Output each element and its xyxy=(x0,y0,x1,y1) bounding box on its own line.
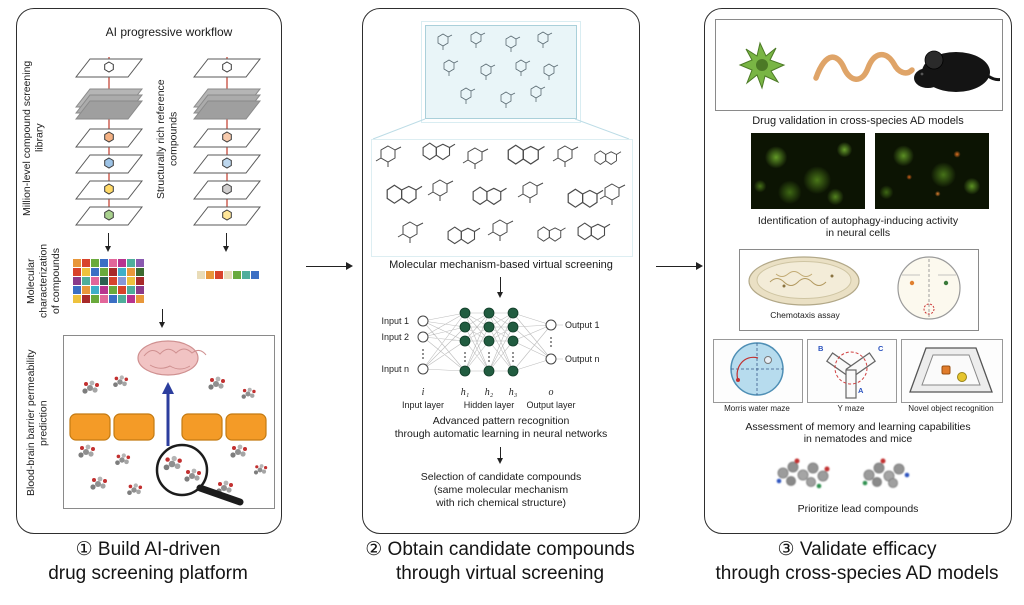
virtual-screening-label: Molecular mechanism-based virtual screen… xyxy=(389,259,613,271)
compound-plate-stack-left xyxy=(74,57,144,226)
nn-graph xyxy=(417,307,563,377)
fingerprint-grid-library xyxy=(73,259,144,303)
models-label: Drug validation in cross-species AD mode… xyxy=(752,115,964,127)
pattern-recognition-line1: Advanced pattern recognition xyxy=(432,415,570,427)
label-molecular-characterization: Molecular characterization of compounds xyxy=(25,243,63,319)
nn-input-1-label: Input 1 xyxy=(381,316,409,326)
caption-panel3-line2: through cross-species AD models xyxy=(715,563,999,585)
nn-output-layer-label: Output layer xyxy=(526,400,576,410)
chemotaxis-plate-diagram xyxy=(897,256,961,320)
panel-ai-platform: AI progressive workflow Million-level co… xyxy=(16,8,282,534)
neural-network-diagram: Input 1 Input 2 Input n xyxy=(367,303,635,411)
pattern-recognition-line2: through automatic learning in neural net… xyxy=(394,428,608,440)
y-maze-graphic xyxy=(825,351,877,399)
caption-panel1-line2: drug screening platform xyxy=(48,563,248,585)
nn-input-layer-label: Input layer xyxy=(401,400,445,410)
nn-letter-h3: h₃ xyxy=(508,387,518,398)
candidate-molecule-structures xyxy=(371,139,633,257)
assessment-line2: in nematodes and mice xyxy=(803,433,913,445)
nn-hidden-layer-label: Hidden layer xyxy=(463,400,515,410)
chemotaxis-assay-box: Chemotaxis assay xyxy=(739,249,979,331)
animal-models-graphic xyxy=(738,41,1014,92)
caption-panel3-line1: ③ Validate efficacy xyxy=(777,539,937,560)
selection-line3: with rich chemical structure) xyxy=(435,497,567,509)
caption-panel2: ② Obtain candidate compounds through vir… xyxy=(330,538,670,587)
arrow-panel1-to-panel2 xyxy=(306,262,353,271)
autophagy-label-line2: in neural cells xyxy=(825,227,891,239)
zoom-expansion-lines xyxy=(372,118,630,139)
morris-maze-graphic xyxy=(730,342,784,396)
nn-input-2-label: Input 2 xyxy=(381,332,409,342)
nn-input-n-label: Input n xyxy=(381,364,409,374)
autophagy-label-line1: Identification of autophagy-inducing act… xyxy=(757,215,959,227)
y-maze-label: Y maze xyxy=(837,404,865,413)
bbb-illustration xyxy=(63,335,275,509)
fingerprint-grid-reference xyxy=(197,271,259,279)
inset-molecules-graphic xyxy=(437,31,559,109)
nn-letter-h2: h₂ xyxy=(484,387,494,398)
caption-panel1-line1: ① Build AI-driven xyxy=(75,539,221,560)
nematode-worm xyxy=(813,52,915,82)
workflow-title: AI progressive workflow xyxy=(105,25,233,39)
arrow-panel2-to-panel3 xyxy=(656,262,703,271)
mouse xyxy=(914,50,1014,92)
nn-output-n-label: Output n xyxy=(565,354,600,364)
nn-letter-o: o xyxy=(548,387,554,398)
morris-water-maze xyxy=(713,339,803,403)
nn-letter-h1: h₁ xyxy=(460,387,470,398)
selection-line1: Selection of candidate compounds xyxy=(420,471,582,483)
label-bbb-prediction: Blood-brain barrier permeability predict… xyxy=(25,349,50,497)
morris-maze-label: Morris water maze xyxy=(724,404,790,413)
arrow-screening-to-nn xyxy=(496,277,503,298)
y-maze-arm-b: B xyxy=(818,344,824,353)
label-compound-library: Million-level compound screening library xyxy=(21,60,46,216)
panel-validation: Drug validation in cross-species AD mode… xyxy=(704,8,1014,534)
arrow-library-to-fingerprint xyxy=(104,233,111,252)
arrow-nn-to-selection xyxy=(496,447,503,464)
nn-letter-i: i xyxy=(421,387,425,398)
novel-object-graphic xyxy=(909,347,993,393)
y-maze-arm-c: C xyxy=(878,344,884,353)
y-maze-arm-a: A xyxy=(858,386,864,395)
novel-object-label: Novel object recognition xyxy=(908,404,994,413)
y-maze: B C A xyxy=(807,339,897,403)
caption-panel1: ① Build AI-driven drug screening platfor… xyxy=(0,538,296,587)
caption-panel3: ③ Validate efficacy through cross-specie… xyxy=(685,538,1024,587)
caption-panel2-line1: ② Obtain candidate compounds xyxy=(365,539,635,560)
arrow-reference-to-fingerprint xyxy=(222,233,229,252)
fluorescence-image-treated xyxy=(875,133,989,209)
panel-virtual-screening: Molecular mechanism-based virtual screen… xyxy=(362,8,640,534)
assessment-line1: Assessment of memory and learning capabi… xyxy=(745,421,971,433)
prioritize-label: Prioritize lead compounds xyxy=(797,503,919,515)
caption-panel2-line2: through virtual screening xyxy=(395,563,605,585)
compound-library-inset xyxy=(421,21,581,123)
petri-dish-graphic xyxy=(748,256,860,306)
novel-object-recognition xyxy=(901,339,1003,403)
cross-species-models-box xyxy=(715,19,1014,111)
bbb-graphic xyxy=(69,340,268,506)
arrow-fingerprint-to-bbb xyxy=(158,309,165,328)
compound-plate-stack-right xyxy=(192,57,262,226)
label-reference-compounds: Structurally rich reference compounds xyxy=(155,79,180,199)
selection-line2: (same molecular mechanism xyxy=(433,484,569,496)
fluorescence-image-control xyxy=(751,133,865,209)
nn-output-1-label: Output 1 xyxy=(565,320,600,330)
chemotaxis-label: Chemotaxis assay xyxy=(770,310,840,320)
lead-compounds-graphic xyxy=(776,458,910,489)
